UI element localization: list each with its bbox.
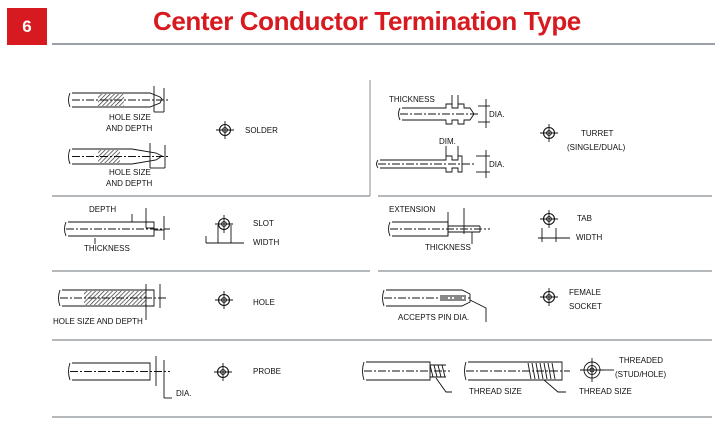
- probe-drawing: [68, 356, 172, 399]
- hole-drawing: [58, 284, 166, 320]
- solder-callout-depth-2: AND DEPTH: [106, 179, 153, 188]
- title-underline: [52, 43, 715, 45]
- hole-callout-size-depth: HOLE SIZE AND DEPTH: [53, 317, 143, 326]
- turret-callout-dia-1: DIA.: [489, 110, 505, 119]
- threaded-label: THREADED: [619, 356, 664, 365]
- tab-crosshair-icon: [539, 209, 559, 229]
- tab-width-label: WIDTH: [576, 233, 603, 242]
- turret-callout-thickness: THICKNESS: [389, 95, 435, 104]
- section-number-badge: 6: [7, 8, 47, 45]
- female-socket-crosshair-icon: [539, 287, 559, 307]
- solder-callout-hole-size-2: HOLE SIZE: [109, 168, 151, 177]
- slot-callout-depth: DEPTH: [89, 205, 117, 214]
- probe-callout-dia: DIA.: [176, 389, 192, 398]
- tab-callout-thickness: THICKNESS: [425, 243, 471, 252]
- tab-drawing: [388, 208, 570, 244]
- tab-callout-extension: EXTENSION: [389, 205, 436, 214]
- solder-drawing: [68, 86, 170, 169]
- solder-crosshair-icon: [215, 120, 235, 140]
- turret-callout-dia-2: DIA.: [489, 160, 505, 169]
- probe-label: PROBE: [253, 367, 282, 376]
- turret-callout-dim: DIM.: [439, 137, 456, 146]
- slot-label: SLOT: [253, 219, 274, 228]
- female-socket-drawing: [382, 289, 487, 322]
- hole-label: HOLE: [253, 298, 275, 307]
- slot-callout-thickness: THICKNESS: [84, 244, 130, 253]
- threaded-callout-hole-thread-size: THREAD SIZE: [579, 387, 632, 396]
- turret-sublabel: (SINGLE/DUAL): [567, 143, 626, 152]
- solder-callout-hole-size-1: HOLE SIZE: [109, 113, 151, 122]
- threaded-callout-stud-thread-size: THREAD SIZE: [469, 387, 522, 396]
- threaded-drawing: [362, 358, 614, 393]
- slot-width-label: WIDTH: [253, 238, 280, 247]
- slot-drawing: [64, 208, 244, 244]
- solder-callout-depth-1: AND DEPTH: [106, 124, 153, 133]
- turret-crosshair-icon: [539, 123, 559, 143]
- threaded-sublabel: (STUD/HOLE): [615, 370, 667, 379]
- page-title: Center Conductor Termination Type: [153, 6, 581, 36]
- section-dividers: [52, 80, 712, 418]
- female-socket-label: FEMALE: [569, 288, 602, 297]
- solder-label: SOLDER: [245, 126, 278, 135]
- probe-crosshair-icon: [213, 362, 233, 382]
- female-socket-callout-pin-dia: ACCEPTS PIN DIA.: [398, 313, 470, 322]
- turret-drawing: [376, 95, 490, 178]
- hole-crosshair-icon: [214, 290, 234, 310]
- female-socket-sublabel: SOCKET: [569, 302, 602, 311]
- turret-label: TURRET: [581, 129, 614, 138]
- tab-label: TAB: [577, 214, 592, 223]
